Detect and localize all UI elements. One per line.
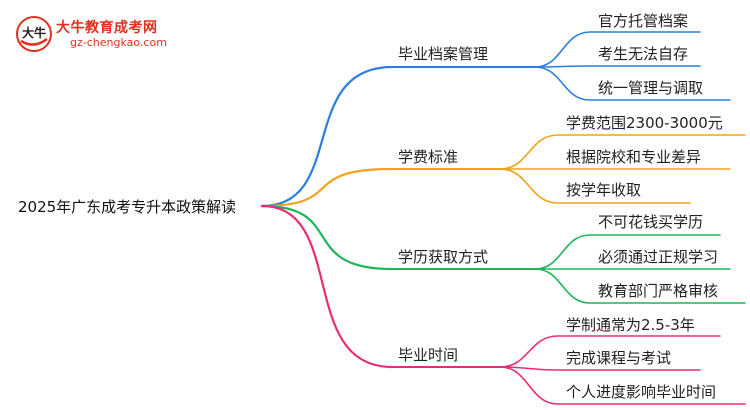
leaf-label: 学费范围2300-3000元 [566, 114, 723, 132]
leaf-connector [499, 168, 691, 204]
leaf-label: 学制通常为2.5-3年 [566, 316, 695, 334]
leaf-label: 个人进度影响毕业时间 [566, 383, 717, 401]
site-logo: 大牛 大牛教育成考网 gz-chengkao.com [14, 14, 214, 54]
branch-label: 毕业档案管理 [398, 45, 489, 63]
leaf-label: 完成课程与考试 [566, 349, 672, 367]
root-topic: 2025年广东成考专升本政策解读 [18, 198, 237, 216]
leaf-connector [534, 268, 746, 304]
branch-label: 学费标准 [398, 148, 459, 166]
logo-mark-icon: 大牛 [16, 16, 52, 52]
leaf-label: 统一管理与调取 [598, 79, 704, 97]
leaf-connector [499, 134, 746, 170]
branch-label: 毕业时间 [398, 346, 459, 364]
leaf-label: 考生无法自存 [598, 45, 689, 63]
logo-url: gz-chengkao.com [70, 36, 167, 49]
leaf-label: 教育部门严格审核 [598, 282, 719, 300]
leaf-connector [534, 31, 701, 68]
leaf-label: 按学年收取 [566, 181, 642, 199]
leaf-label: 不可花钱买学历 [598, 213, 704, 231]
leaf-connector [534, 234, 721, 270]
leaf-label: 必须通过正规学习 [598, 248, 719, 266]
logo-mark-text: 大牛 [22, 25, 46, 40]
branch-label: 学历获取方式 [398, 248, 489, 266]
branch-connector [260, 204, 394, 369]
leaf-connector [499, 366, 701, 371]
leaf-label: 官方托管档案 [598, 12, 689, 30]
leaf-connector [534, 65, 701, 68]
logo-name: 大牛教育成考网 [56, 20, 158, 36]
leaf-connector [499, 335, 721, 368]
leaf-connector [499, 366, 746, 405]
leaf-connector [534, 66, 731, 101]
leaf-label: 根据院校和专业差异 [566, 148, 702, 166]
branch-connector [260, 204, 394, 271]
branch-connector [260, 65, 394, 208]
branch-connector [260, 167, 394, 208]
